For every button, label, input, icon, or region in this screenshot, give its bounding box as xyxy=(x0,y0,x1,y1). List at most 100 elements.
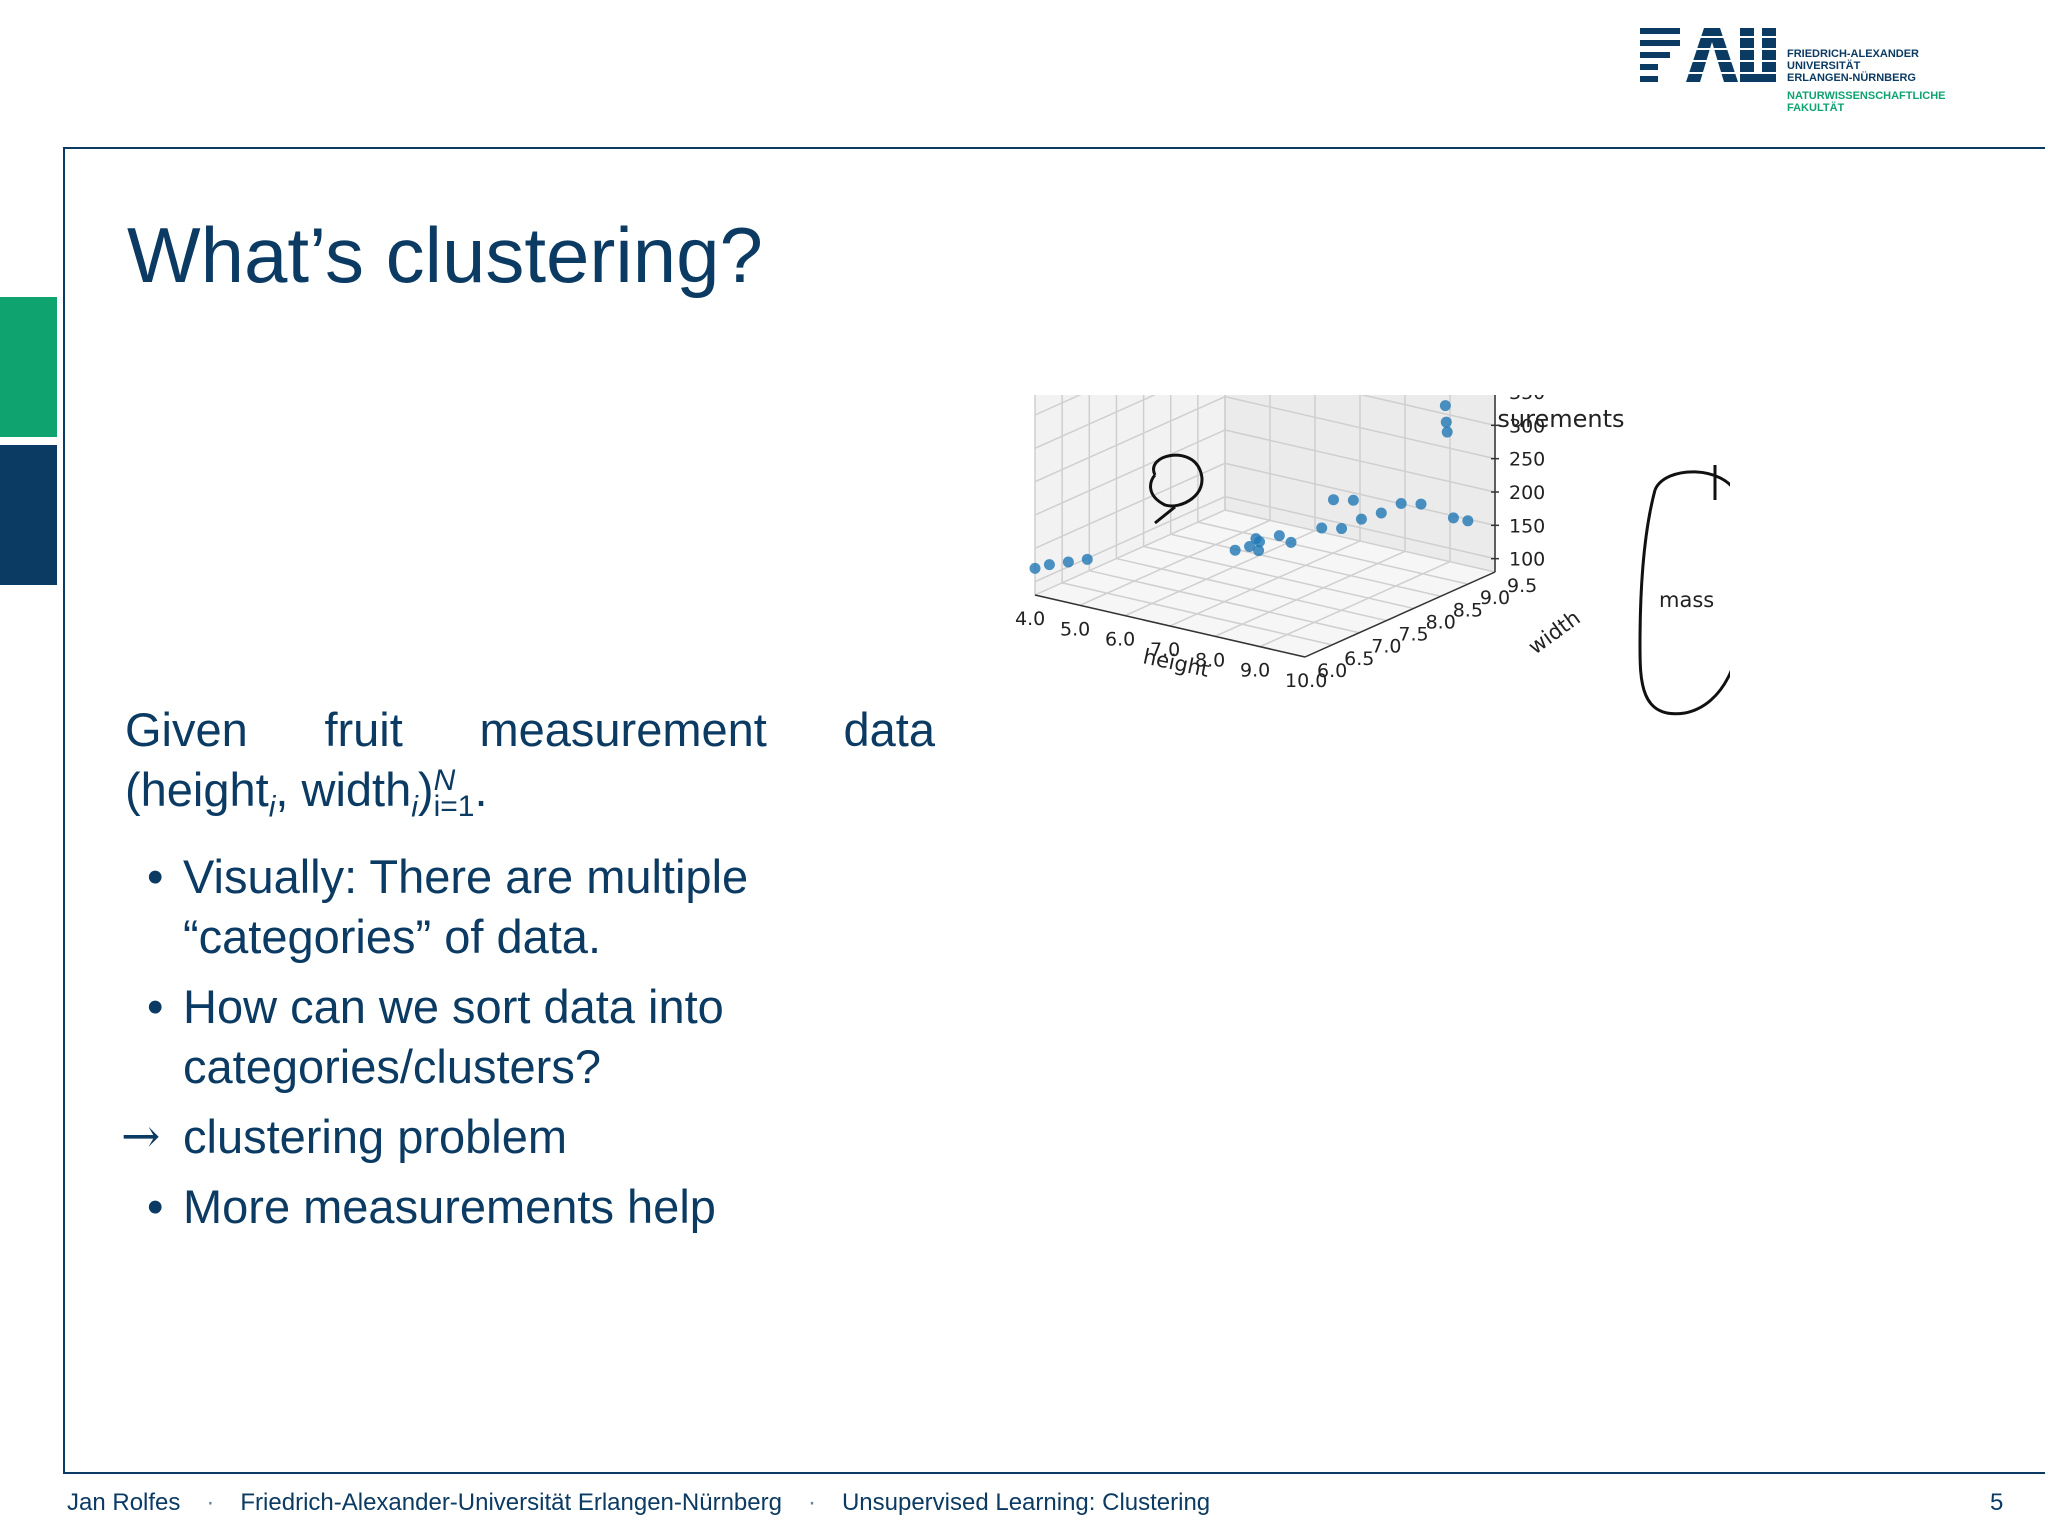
slide-title: What’s clustering? xyxy=(127,211,763,299)
arrow-text: clustering problem xyxy=(183,1110,568,1164)
intro-comma: , width xyxy=(275,763,412,816)
y-tick-label: 8.5 xyxy=(1453,599,1483,621)
data-point xyxy=(1395,498,1407,510)
bullet-item-1: • Visually: There are multiple “categori… xyxy=(125,847,935,967)
x-tick-label: 6.0 xyxy=(1105,629,1135,651)
data-point xyxy=(1273,530,1285,542)
data-point xyxy=(1462,515,1474,527)
footer: Jan Rolfes · Friedrich-Alexander-Universit… xyxy=(67,1489,1210,1517)
data-point xyxy=(1336,523,1348,535)
bullet-marker: • xyxy=(147,850,164,904)
data-point xyxy=(1375,507,1387,519)
data-point xyxy=(1244,540,1256,552)
fau-logo: FRIEDRICH-ALEXANDER UNIVERSITÄT ERLANGEN… xyxy=(1640,26,1970,122)
data-point xyxy=(1081,553,1093,565)
y-tick-label: 9.5 xyxy=(1507,575,1537,597)
index-i-2: i xyxy=(411,790,418,824)
footer-course: Unsupervised Learning: Clustering xyxy=(841,1489,1211,1516)
x-tick-label: 7.0 xyxy=(1150,639,1180,661)
grid-line xyxy=(1197,395,1469,585)
subscript-i-1: i=1 xyxy=(433,790,475,823)
x-tick-label: 5.0 xyxy=(1060,618,1090,640)
y-tick-label: 7.0 xyxy=(1371,636,1401,658)
grid-line xyxy=(1088,395,1360,634)
footer-institution: Friedrich-Alexander-Universität Erlangen… xyxy=(240,1489,782,1516)
data-point xyxy=(1415,498,1427,510)
faculty-line-2: FAKULTÄT xyxy=(1787,102,1845,114)
footer-separator: · xyxy=(807,1489,816,1516)
y-tick-label: 8.0 xyxy=(1426,611,1456,633)
y-tick-label: 9.0 xyxy=(1480,587,1510,609)
z-tick-label: 350 xyxy=(1509,395,1545,404)
intro-close: ) xyxy=(417,763,434,816)
faculty-line-1: NATURWISSENSCHAFTLICHE xyxy=(1787,90,1946,102)
footer-author: Jan Rolfes xyxy=(67,1489,181,1516)
slide-frame xyxy=(63,147,2045,1474)
x-tick-label: 8.0 xyxy=(1195,649,1225,671)
bullet-item-3: • More measurements help xyxy=(125,1177,935,1237)
z-tick-label: 100 xyxy=(1509,549,1545,571)
arrow-item: → clustering problem xyxy=(121,1107,935,1167)
grid-line xyxy=(1142,395,1414,610)
data-point xyxy=(1229,544,1241,556)
bullet-text-line-1: How can we sort data into xyxy=(183,980,724,1034)
intro-end: . xyxy=(474,763,488,816)
sidebar-accent-green xyxy=(0,297,57,437)
grid-line xyxy=(1169,395,1441,598)
bullet-text-line-2: “categories” of data. xyxy=(183,910,601,964)
data-point xyxy=(1447,512,1459,524)
fau-logo-mark xyxy=(1640,28,1776,82)
x-tick-label: 4.0 xyxy=(1015,608,1045,630)
z-axis-label: mass xyxy=(1659,588,1714,612)
data-point xyxy=(1316,522,1328,534)
data-point xyxy=(1062,556,1074,568)
chart-axes xyxy=(1034,395,1496,658)
arrow-icon: → xyxy=(121,1109,161,1165)
grid-line xyxy=(1061,395,1333,646)
data-point xyxy=(1439,400,1451,412)
university-name: FRIEDRICH-ALEXANDER UNIVERSITÄT ERLANGEN… xyxy=(1787,48,1945,114)
annotation-circle-zaxis xyxy=(1638,465,1730,716)
grid-line xyxy=(1115,395,1387,622)
data-point xyxy=(1043,559,1055,571)
z-tick-label: 150 xyxy=(1509,515,1545,537)
y-axis-label: width xyxy=(1524,606,1585,659)
grid-line xyxy=(1224,395,1496,573)
data-point xyxy=(1347,494,1359,506)
logo-line-3: ERLANGEN-NÜRNBERG xyxy=(1787,72,1916,84)
data-point xyxy=(1250,533,1262,545)
slide-body: Given fruit measurement data (heighti, w… xyxy=(121,700,935,1237)
data-point xyxy=(1441,426,1453,438)
y-tick-label: 7.5 xyxy=(1398,624,1428,646)
intro-open: (height xyxy=(125,763,269,816)
data-point xyxy=(1328,494,1339,506)
data-point xyxy=(1440,416,1452,428)
x-tick-label: 10.0 xyxy=(1285,670,1327,692)
intro-line-1: Given fruit measurement data xyxy=(125,703,935,756)
bullet-text-line-2: categories/clusters? xyxy=(183,1040,601,1094)
superscript-n: N xyxy=(433,764,456,797)
z-tick-label: 200 xyxy=(1509,482,1545,504)
data-point xyxy=(1355,513,1367,525)
logo-line-2: UNIVERSITÄT xyxy=(1787,60,1861,72)
data-point xyxy=(1253,545,1265,557)
y-tick-label: 6.5 xyxy=(1344,648,1374,670)
footer-separator: · xyxy=(206,1489,215,1516)
y-tick-label: 6.0 xyxy=(1317,660,1347,682)
z-tick-label: 300 xyxy=(1509,415,1545,437)
sidebar-accent-blue xyxy=(0,445,57,585)
data-point xyxy=(1029,562,1041,574)
bullet-marker: • xyxy=(147,1180,164,1234)
logo-line-1: FRIEDRICH-ALEXANDER xyxy=(1787,48,1919,60)
grid-line xyxy=(1034,395,1496,450)
x-tick-label: 9.0 xyxy=(1240,660,1270,682)
axis-line xyxy=(1304,571,1496,658)
index-i-1: i xyxy=(268,790,276,824)
grid-line xyxy=(1034,495,1496,583)
grid-line xyxy=(1034,395,1496,483)
bullet-text: More measurements help xyxy=(183,1180,716,1234)
axis-line xyxy=(1034,594,1306,658)
page-number: 5 xyxy=(1990,1489,2004,1516)
bullet-marker: • xyxy=(147,980,164,1034)
